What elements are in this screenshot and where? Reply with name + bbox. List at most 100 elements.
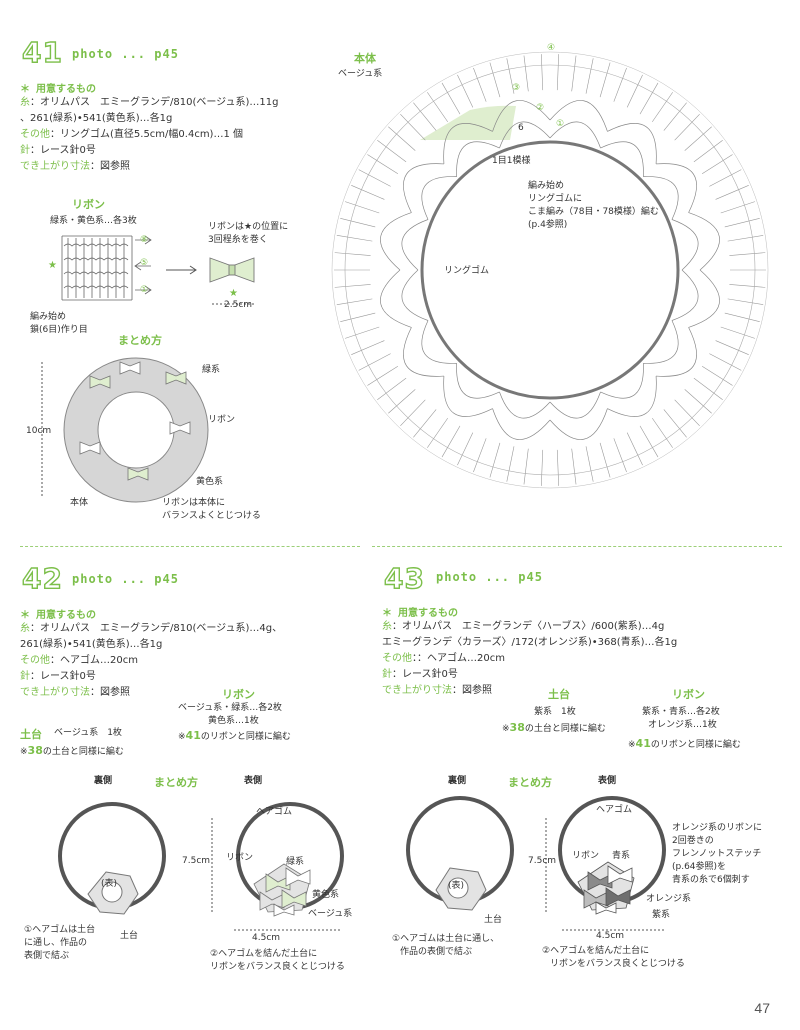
yarn-value-42b: 261(緑系)•541(黄色系)…各1g [20, 639, 163, 650]
ribbon-label-43: リボン [572, 851, 600, 861]
needle-value-43: ：レース針0号 [392, 669, 458, 680]
step1-42a: ①ヘアゴムは土台 [24, 925, 96, 935]
back-label-42: 裏側 [94, 776, 113, 786]
crochet-chart-41 [331, 51, 769, 489]
step2-43b: リボンをバランス良くとじつける [550, 959, 685, 969]
needle-value-41: ：レース針0号 [30, 145, 96, 156]
base-ref-43: ※38の土台と同様に編む [502, 721, 606, 734]
orange-label-43: オレンジ系 [646, 894, 692, 904]
orange-note-43d: (p.64参照)を [672, 862, 727, 872]
ribbon-heading-43: リボン [672, 688, 705, 701]
ribbon-chart-41: ★ [48, 235, 152, 301]
round-6-marker: 6 [518, 123, 524, 133]
yarn-value-41: ：オリムパス エミーグランデ/810(ベージュ系)…11g [30, 97, 279, 108]
other-label-41: その他 [20, 129, 50, 140]
step2-42a: ②ヘアゴムを結んだ土台に [210, 949, 318, 959]
pattern-number-42: 42 [21, 561, 63, 595]
other-label-42: その他 [20, 655, 50, 666]
back-label-43: 裏側 [448, 776, 467, 786]
needle-label-42: 針 [20, 671, 30, 682]
ribbon-width-41: 2.5cm [224, 300, 253, 310]
base-color-43: 紫系 1枚 [534, 707, 576, 717]
round-1: ① [556, 119, 565, 129]
section-divider-left [20, 546, 360, 547]
photo-reference-41: photo ... p45 [72, 47, 179, 61]
ribbon-line-42a: ベージュ系・緑系…各2枚 [178, 703, 282, 713]
orange-note-43e: 青系の糸で6個刺す [672, 875, 750, 885]
yarn-value-43: ：オリムパス エミーグランデ〈ハーブス〉/600(紫系)…4g [392, 621, 665, 632]
step1-43a: ①ヘアゴムは土台に通し、 [392, 934, 500, 944]
assembly-height-41: 10cm [26, 426, 52, 436]
size-label-43: でき上がり寸法 [382, 685, 452, 696]
assembly-note-41a: リボンは本体に [162, 498, 226, 508]
yarn-value-42: ：オリムパス エミーグランデ/810(ベージュ系)…4g、 [30, 623, 283, 634]
assembly-diagram-43 [406, 796, 666, 931]
green-label-42: 緑系 [286, 857, 305, 867]
step2-43a: ②ヘアゴムを結んだ土台に [542, 946, 650, 956]
size-value-42: ：図参照 [90, 687, 130, 698]
label-yellow-41: 黄色系 [196, 477, 224, 487]
front-label-43: 表側 [598, 776, 617, 786]
chart-start-41a: 編み始め [528, 181, 565, 191]
beige-label-42: ベージュ系 [308, 909, 353, 919]
pattern-repeat-label: 1目1模様 [492, 156, 531, 166]
width-42: 4.5cm [252, 933, 281, 943]
ribbon-ref-42: ※41のリボンと同様に編む [178, 729, 291, 742]
ribbon-colors-41: 緑系・黄色系…各3枚 [50, 216, 137, 226]
ribbon-heading-42: リボン [222, 688, 255, 701]
ribbon-heading-41: リボン [72, 198, 105, 211]
round-3: ③ [512, 83, 521, 93]
ribbon-start-41: 編み始め [30, 312, 67, 322]
ring-label-41: リングゴム [444, 266, 490, 276]
ribbon-row-1: ① [140, 285, 149, 295]
front-label-42: 表側 [244, 776, 263, 786]
photo-reference-43: photo ... p45 [436, 570, 543, 584]
ribbon-line-43b: オレンジ系…1枚 [648, 720, 717, 730]
ribbon-arrow-and-bow: ★ [166, 257, 255, 305]
other-value-43: ：：ヘアゴム…20cm [412, 653, 505, 664]
assembly-diagram-42 [58, 802, 344, 931]
orange-note-43a: オレンジ系のリボンに [672, 823, 763, 833]
materials-heading-42: ＊用意するもの [20, 610, 96, 621]
orange-note-43b: 2回巻きの [672, 836, 714, 846]
base-color-42: ベージュ系 1枚 [54, 728, 122, 738]
height-43: 7.5cm [528, 856, 557, 866]
assembly-heading-43: まとめ方 [508, 776, 552, 789]
yarn-value-41b: 、261(緑系)•541(黄色系)…各1g [20, 113, 173, 124]
chart-start-41c: こま編み（78目・78模様）編む [528, 207, 659, 217]
base-ref-42: ※38の土台と同様に編む [20, 744, 124, 757]
base-label-42: 土台 [120, 931, 139, 941]
ribbon-chain-41: 鎖(6目)作り目 [30, 325, 88, 335]
yellow-label-42: 黄色系 [312, 890, 340, 900]
size-label-41: でき上がり寸法 [20, 161, 90, 172]
star-icon: ★ [48, 260, 57, 271]
pattern-number-41: 41 [21, 35, 63, 69]
label-ribbon-41: リボン [208, 415, 236, 425]
chart-color-41: ベージュ系 [338, 69, 383, 79]
star-icon: ★ [229, 288, 238, 299]
round-4: ④ [547, 43, 556, 53]
size-value-43: ：図参照 [452, 685, 492, 696]
materials-heading-41: ＊用意するもの [20, 84, 96, 95]
ribbon-note-41b: 3回程糸を巻く [208, 235, 268, 245]
yarn-label-43: 糸 [382, 621, 392, 632]
other-value-41: ：リングゴム(直径5.5cm/幅0.4cm)…1 個 [50, 129, 243, 140]
round-2: ② [536, 103, 545, 113]
hair-tie-label-43: ヘアゴム [596, 805, 633, 815]
ribbon-line-43a: 紫系・青系…各2枚 [642, 707, 720, 717]
orange-note-43c: フレンノットステッチ [672, 849, 762, 859]
needle-label-43: 針 [382, 669, 392, 680]
needle-label-41: 針 [20, 145, 30, 156]
ribbon-note-41a: リボンは★の位置に [208, 222, 289, 232]
needle-value-42: ：レース針0号 [30, 671, 96, 682]
yarn-label-42: 糸 [20, 623, 30, 634]
base-heading-42: 土台 [20, 728, 42, 741]
chart-title-41: 本体 [354, 52, 376, 65]
ribbon-label-42: リボン [226, 853, 254, 863]
ribbon-row-5: ⑤ [140, 258, 149, 268]
photo-reference-42: photo ... p45 [72, 572, 179, 586]
purple-label-43: 紫系 [652, 910, 671, 920]
label-body-41: 本体 [70, 498, 89, 508]
hair-tie-label-42: ヘアゴム [256, 807, 293, 817]
blue-label-43: 青系 [612, 851, 631, 861]
